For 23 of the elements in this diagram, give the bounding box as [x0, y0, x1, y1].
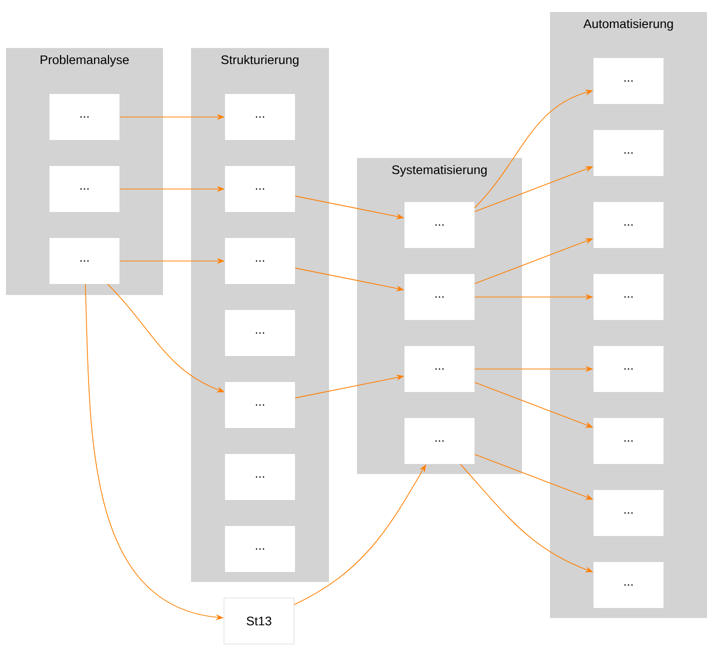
- process-box: ...: [594, 418, 664, 464]
- process-box: ...: [594, 274, 664, 320]
- process-box: ...: [594, 202, 664, 248]
- process-box: ...: [225, 94, 295, 140]
- process-box: ...: [594, 346, 664, 392]
- process-box: ...: [404, 274, 474, 320]
- process-box: ...: [404, 418, 474, 464]
- process-box: St13: [224, 598, 294, 644]
- process-box: ...: [404, 346, 474, 392]
- process-box: ...: [50, 238, 120, 284]
- process-box: ...: [594, 58, 664, 104]
- process-box: ...: [225, 238, 295, 284]
- process-box: ...: [594, 130, 664, 176]
- process-box: ...: [225, 310, 295, 356]
- process-box: ...: [594, 490, 664, 536]
- process-box: ...: [225, 454, 295, 500]
- process-box: ...: [50, 166, 120, 212]
- process-box: ...: [594, 562, 664, 608]
- process-box: ...: [225, 526, 295, 572]
- process-box: ...: [225, 382, 295, 428]
- process-box: ...: [404, 202, 474, 248]
- process-box: ...: [50, 94, 120, 140]
- process-box: ...: [225, 166, 295, 212]
